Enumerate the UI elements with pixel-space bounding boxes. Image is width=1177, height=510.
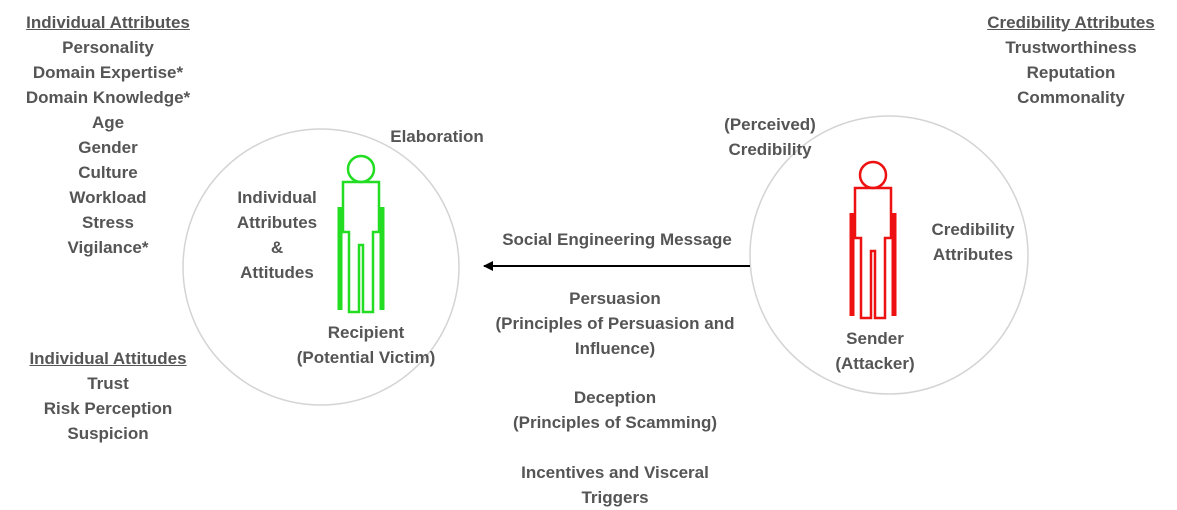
factor-line: (Principles of Scamming) [512,413,718,432]
individual-attitudes-title: Individual Attitudes [29,349,187,368]
credibility-item: Reputation [1026,63,1116,82]
individual-attributes-list: Individual Attributes Personality Domain… [8,10,208,260]
sender-inner-label: Credibility Attributes [915,217,1031,267]
sender-head [858,160,888,190]
recipient-inner-line: Attitudes [240,263,314,282]
attribute-item: Age [91,113,125,132]
credibility-attributes-title: Credibility Attributes [987,13,1155,32]
factor-line: Persuasion [569,289,661,308]
sender-body [853,186,893,320]
credibility-item: Trustworthiness [1005,38,1137,57]
perceived-credibility-label: (Perceived) Credibility [710,112,830,162]
recipient-person-icon [337,154,385,314]
sender-inner-line: Credibility [931,220,1015,239]
attitude-item: Trust [87,374,129,393]
attribute-item: Personality [62,38,154,57]
attribute-item: Workload [69,188,147,207]
recipient-label-line: Recipient [327,323,405,342]
attribute-item: Culture [78,163,138,182]
attitude-item: Suspicion [67,424,149,443]
factor-line: Deception [573,388,657,407]
attribute-item: Domain Knowledge* [25,88,191,107]
factor-line: (Principles of Persuasion and [495,314,735,333]
persuasion-factor: Persuasion (Principles of Persuasion and… [460,286,770,361]
sender-inner-line: Attributes [932,245,1014,264]
factor-line: Incentives and Visceral [521,463,709,482]
recipient-label: Recipient (Potential Victim) [276,320,456,370]
credibility-attributes-list: Credibility Attributes Trustworthiness R… [966,10,1176,110]
recipient-label-line: (Potential Victim) [296,348,436,367]
sender-label: Sender (Attacker) [815,326,935,376]
sender-circle [749,115,1029,395]
individual-attributes-title: Individual Attributes [26,13,190,32]
elaboration-label: Elaboration [390,127,484,146]
factor-line: Influence) [574,339,656,358]
attitude-item: Risk Perception [43,399,173,418]
attribute-item: Domain Expertise* [32,63,184,82]
attribute-item: Stress [82,213,134,232]
sender-label-line: (Attacker) [835,354,915,373]
recipient-body [341,180,381,314]
incentives-factor: Incentives and Visceral Triggers [460,460,770,510]
recipient-inner-line: Individual [237,188,317,207]
recipient-circle [182,128,460,406]
perceived-credibility-line: (Perceived) [724,115,816,134]
perceived-credibility-line: Credibility [728,140,812,159]
deception-factor: Deception (Principles of Scamming) [460,385,770,435]
attribute-item: Vigilance* [67,238,149,257]
factor-line: Triggers [581,488,649,507]
recipient-inner-line: Attributes [236,213,318,232]
recipient-head [346,154,376,184]
individual-attitudes-list: Individual Attitudes Trust Risk Percepti… [8,346,208,446]
sender-label-line: Sender [846,329,904,348]
attribute-item: Gender [78,138,138,157]
message-label: Social Engineering Message [502,230,732,249]
recipient-inner-label: Individual Attributes & Attitudes [222,185,332,285]
sender-person-icon [849,160,897,320]
recipient-inner-line: & [270,238,284,257]
credibility-item: Commonality [1017,88,1125,107]
